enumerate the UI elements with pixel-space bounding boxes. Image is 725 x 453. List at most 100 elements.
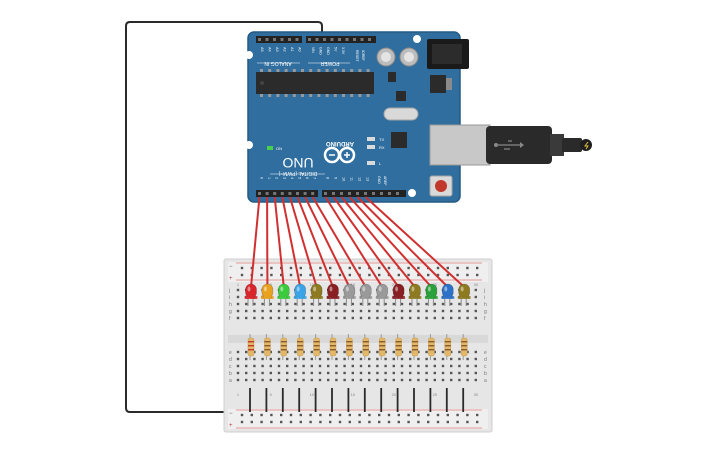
breadboard-hole[interactable]	[368, 350, 371, 354]
breadboard-hole[interactable]	[400, 316, 404, 320]
breadboard-hole[interactable]	[261, 302, 264, 306]
rail-hole[interactable]	[319, 266, 322, 270]
rail-hole[interactable]	[280, 413, 283, 417]
breadboard-hole[interactable]	[302, 309, 305, 313]
breadboard-hole[interactable]	[450, 316, 453, 320]
breadboard-hole[interactable]	[376, 350, 379, 354]
rail-hole[interactable]	[397, 413, 400, 417]
signal-wire[interactable]	[332, 196, 400, 288]
led[interactable]	[392, 283, 405, 299]
breadboard-hole[interactable]	[466, 357, 469, 361]
rail-hole[interactable]	[368, 420, 371, 424]
rail-hole[interactable]	[456, 413, 459, 417]
breadboard-hole[interactable]	[351, 357, 354, 361]
breadboard-hole[interactable]	[245, 302, 248, 306]
breadboard-hole[interactable]	[294, 364, 297, 368]
breadboard-hole[interactable]	[441, 316, 445, 320]
breadboard-hole[interactable]	[368, 371, 371, 375]
breadboard-hole[interactable]	[400, 378, 404, 382]
breadboard-hole[interactable]	[409, 371, 412, 375]
rail-hole[interactable]	[338, 413, 342, 417]
breadboard-hole[interactable]	[253, 378, 256, 382]
resistor[interactable]	[247, 337, 255, 357]
breadboard-hole[interactable]	[245, 371, 248, 375]
ground-jumper-wires[interactable]	[249, 388, 465, 412]
breadboard-hole[interactable]	[245, 357, 248, 361]
breadboard-hole[interactable]	[245, 309, 248, 313]
rail-hole[interactable]	[260, 266, 263, 270]
breadboard-hole[interactable]	[269, 302, 272, 306]
resistor[interactable]	[280, 337, 288, 357]
breadboard-hole[interactable]	[261, 316, 264, 320]
breadboard-hole[interactable]	[400, 350, 404, 354]
breadboard-hole[interactable]	[335, 364, 338, 368]
breadboard-hole[interactable]	[409, 364, 412, 368]
breadboard-hole[interactable]	[425, 357, 428, 361]
rail-hole[interactable]	[280, 420, 283, 424]
breadboard-hole[interactable]	[343, 302, 346, 306]
resistor[interactable]	[444, 337, 452, 357]
breadboard-hole[interactable]	[384, 316, 387, 320]
signal-wire[interactable]	[348, 196, 433, 288]
rail-hole[interactable]	[417, 413, 420, 417]
breadboard-hole[interactable]	[384, 309, 387, 313]
rail-hole[interactable]	[466, 273, 469, 277]
rail-hole[interactable]	[299, 273, 302, 277]
breadboard-hole[interactable]	[458, 357, 461, 361]
breadboard-hole[interactable]	[286, 316, 289, 320]
breadboard-hole[interactable]	[425, 371, 428, 375]
breadboard-hole[interactable]	[318, 357, 322, 361]
breadboard-hole[interactable]	[343, 378, 346, 382]
breadboard-hole[interactable]	[351, 378, 354, 382]
breadboard-hole[interactable]	[450, 378, 453, 382]
breadboard-hole[interactable]	[327, 350, 330, 354]
rail-hole[interactable]	[280, 273, 283, 277]
breadboard-hole[interactable]	[359, 309, 363, 313]
breadboard-hole[interactable]	[310, 309, 313, 313]
rail-hole[interactable]	[329, 273, 332, 277]
rail-hole[interactable]	[260, 413, 263, 417]
rail-hole[interactable]	[348, 420, 351, 424]
breadboard-hole[interactable]	[359, 357, 363, 361]
breadboard-hole[interactable]	[376, 357, 379, 361]
breadboard-hole[interactable]	[400, 357, 404, 361]
breadboard-hole[interactable]	[351, 302, 354, 306]
breadboard-hole[interactable]	[302, 350, 305, 354]
rail-hole[interactable]	[446, 273, 449, 277]
rail-hole[interactable]	[476, 273, 479, 277]
rail-hole[interactable]	[427, 273, 430, 277]
breadboard-hole[interactable]	[269, 309, 272, 313]
rail-hole[interactable]	[446, 266, 449, 270]
breadboard-hole[interactable]	[286, 302, 289, 306]
breadboard-hole[interactable]	[335, 316, 338, 320]
breadboard-hole[interactable]	[384, 302, 387, 306]
breadboard-hole[interactable]	[474, 378, 477, 382]
breadboard-hole[interactable]	[253, 350, 256, 354]
breadboard-hole[interactable]	[368, 309, 371, 313]
breadboard-hole[interactable]	[327, 357, 330, 361]
breadboard-hole[interactable]	[409, 309, 412, 313]
rail-hole[interactable]	[417, 420, 420, 424]
breadboard-hole[interactable]	[368, 316, 371, 320]
rail-hole[interactable]	[436, 420, 440, 424]
rail-hole[interactable]	[260, 273, 263, 277]
rail-hole[interactable]	[446, 413, 449, 417]
breadboard-hole[interactable]	[302, 371, 305, 375]
breadboard-hole[interactable]	[376, 378, 379, 382]
breadboard-hole[interactable]	[236, 357, 240, 361]
breadboard-hole[interactable]	[269, 364, 272, 368]
breadboard-hole[interactable]	[433, 316, 436, 320]
breadboard-hole[interactable]	[368, 378, 371, 382]
breadboard-hole[interactable]	[277, 309, 281, 313]
breadboard-hole[interactable]	[236, 309, 240, 313]
breadboard-hole[interactable]	[359, 378, 363, 382]
breadboard-hole[interactable]	[458, 350, 461, 354]
breadboard-hole[interactable]	[318, 316, 322, 320]
rail-hole[interactable]	[348, 413, 351, 417]
breadboard-hole[interactable]	[417, 357, 420, 361]
rail-hole[interactable]	[299, 266, 302, 270]
rail-hole[interactable]	[329, 413, 332, 417]
breadboard-hole[interactable]	[458, 364, 461, 368]
breadboard-hole[interactable]	[368, 364, 371, 368]
